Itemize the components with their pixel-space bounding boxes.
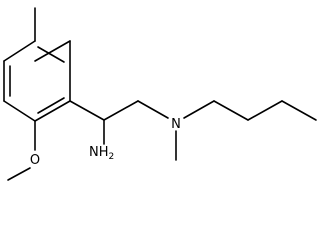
amine-symbol: NH	[89, 145, 109, 160]
amine-subscript: 2	[109, 152, 115, 162]
ring-bond-lower-right	[34, 100, 71, 122]
butyl-bond-4	[281, 100, 317, 121]
ring-bond-top	[34, 40, 71, 62]
butyl-bond-3	[247, 100, 283, 121]
ring-inner-bond-1	[37, 46, 65, 63]
n-to-butyl-bond	[183, 100, 215, 119]
ring-to-ch-bond	[69, 100, 105, 121]
ch2-to-n-bond	[137, 100, 169, 119]
ring-bond-lower-left	[3, 100, 36, 122]
ring-bond-upper-left	[3, 40, 36, 62]
molecule-svg: O NH2 N	[3, 7, 317, 181]
butyl-bond-2	[213, 100, 249, 121]
methoxy-oxygen-label: O	[30, 153, 40, 168]
tertiary-nitrogen-label: N	[171, 117, 181, 132]
amine-label: NH2	[89, 145, 114, 162]
ch-to-ch2-bond	[103, 100, 139, 121]
oxygen-to-methyl-bond	[7, 167, 31, 181]
ring-inner-bond-2	[37, 97, 65, 114]
structure-diagram: O NH2 N	[3, 7, 317, 181]
